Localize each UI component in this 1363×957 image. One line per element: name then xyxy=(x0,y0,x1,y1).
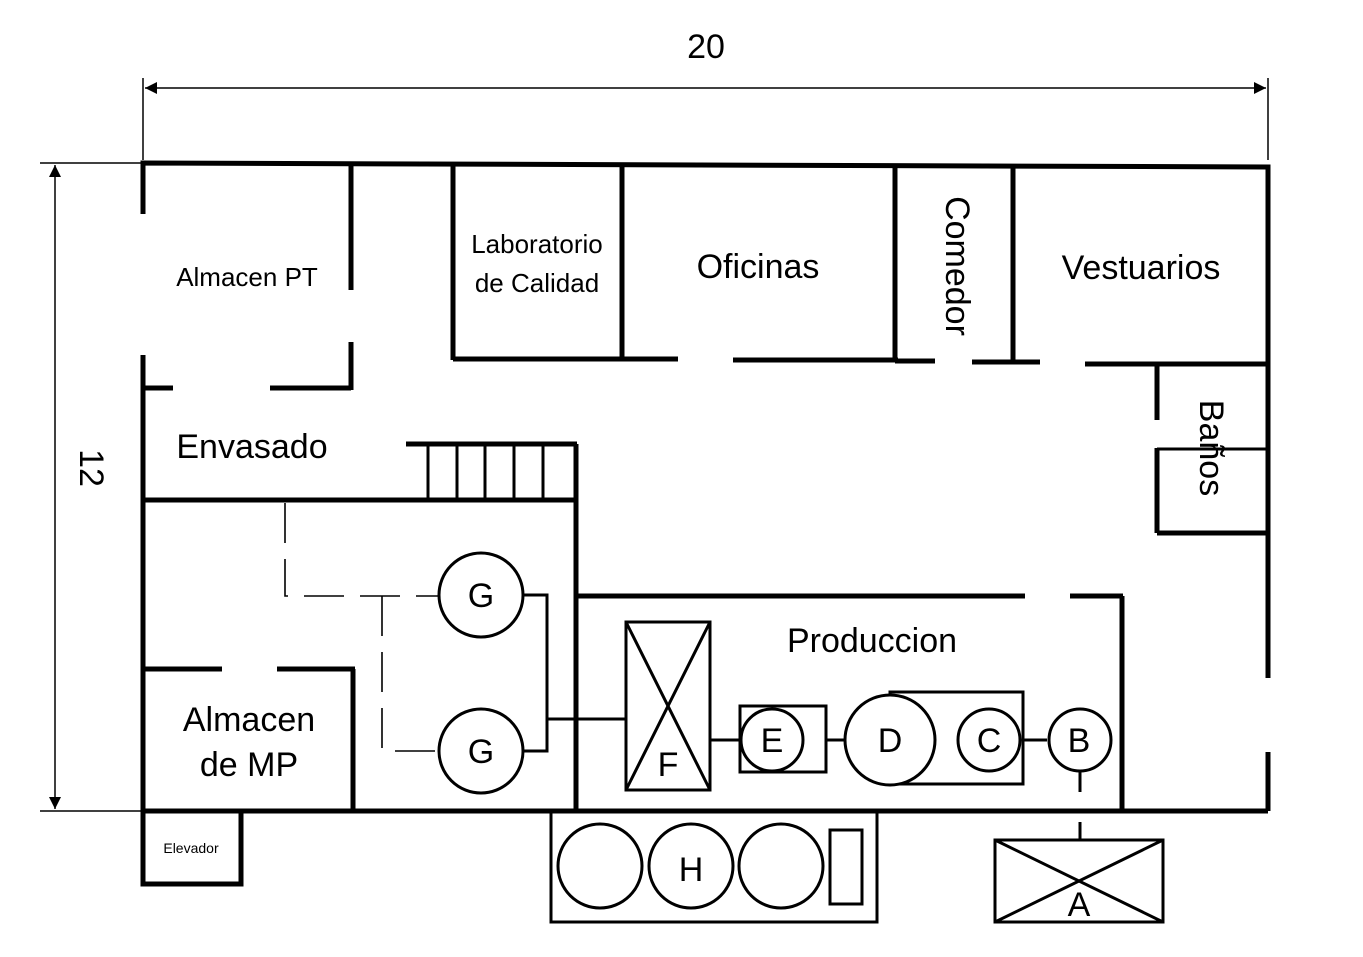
equipment-g-lower xyxy=(437,707,525,795)
equipment-c xyxy=(956,707,1022,773)
label-f: F xyxy=(658,746,679,784)
equipment-a xyxy=(993,838,1165,924)
room-comedor: Comedor xyxy=(938,196,976,336)
label-d: D xyxy=(878,722,903,760)
equipment-d xyxy=(843,693,937,787)
label-a: A xyxy=(1068,886,1091,924)
width-dimension: 20 xyxy=(142,28,1269,160)
equipment-f xyxy=(624,620,712,792)
equipment-g-upper xyxy=(437,551,525,639)
height-dimension: 12 xyxy=(40,162,142,812)
width-dimension-label: 20 xyxy=(687,28,725,66)
equipment-labels: G G F E D C B A H xyxy=(468,577,1091,924)
room-almacen-mp-line2: de MP xyxy=(200,746,298,784)
equipment-h-tank-right xyxy=(737,822,825,910)
room-laboratorio-line2: de Calidad xyxy=(475,268,599,298)
equipment-h-frame xyxy=(549,810,879,924)
height-dimension-label: 12 xyxy=(72,449,110,487)
label-g-lower: G xyxy=(468,733,494,771)
equipment-h xyxy=(647,822,735,910)
room-banos: Baños xyxy=(1192,400,1230,496)
room-labels: Almacen PT Laboratorio de Calidad Oficin… xyxy=(163,196,1230,856)
pipe-lines xyxy=(523,593,1082,840)
label-b: B xyxy=(1068,722,1091,760)
room-almacen-pt: Almacen PT xyxy=(176,262,318,292)
equipment-h-panel xyxy=(828,828,864,906)
label-g-upper: G xyxy=(468,577,494,615)
room-elevador: Elevador xyxy=(163,840,219,856)
room-almacen-mp-line1: Almacen xyxy=(183,701,315,739)
room-produccion: Produccion xyxy=(787,622,957,660)
dashed-lines xyxy=(284,503,440,752)
equipment-b xyxy=(1047,707,1113,773)
room-vestuarios: Vestuarios xyxy=(1062,249,1221,287)
room-oficinas: Oficinas xyxy=(697,248,820,286)
equipment-e xyxy=(739,707,805,773)
label-h: H xyxy=(679,851,704,889)
equipment xyxy=(437,551,1165,924)
equipment-h-tank-left xyxy=(556,822,644,910)
label-e: E xyxy=(761,722,784,760)
room-envasado: Envasado xyxy=(176,428,327,466)
room-laboratorio-line1: Laboratorio xyxy=(471,229,603,259)
label-c: C xyxy=(977,722,1002,760)
